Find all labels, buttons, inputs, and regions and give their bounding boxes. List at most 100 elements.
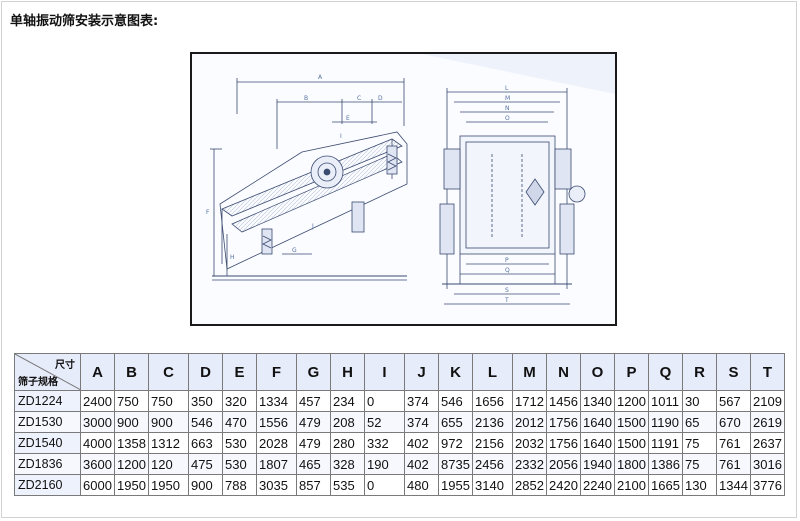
- value-cell: 546: [188, 411, 223, 433]
- page-title: 单轴振动筛安装示意图表:: [10, 14, 159, 29]
- value-cell: 1500: [614, 432, 649, 454]
- value-cell: 208: [330, 411, 365, 433]
- value-cell: 900: [114, 411, 149, 433]
- table-header-row: 尺寸 筛子规格 A B C D E F G H I J K L M N O P …: [14, 353, 785, 391]
- svg-text:H: H: [230, 254, 235, 261]
- value-cell: 3600: [80, 453, 115, 475]
- column-header: E: [222, 353, 257, 391]
- value-cell: 2032: [512, 432, 547, 454]
- corner-header-cell: 尺寸 筛子规格: [14, 353, 81, 391]
- value-cell: 374: [404, 390, 439, 412]
- value-cell: 1940: [580, 453, 615, 475]
- value-cell: 1312: [148, 432, 189, 454]
- model-cell: ZD1224: [14, 390, 81, 412]
- value-cell: 479: [296, 411, 331, 433]
- value-cell: 972: [438, 432, 473, 454]
- value-cell: 320: [222, 390, 257, 412]
- corner-label-model: 筛子规格: [18, 377, 58, 388]
- value-cell: 788: [222, 474, 257, 496]
- column-header: P: [614, 353, 649, 391]
- value-cell: 2400: [80, 390, 115, 412]
- value-cell: 3776: [750, 474, 785, 496]
- column-header: T: [750, 353, 785, 391]
- value-cell: 75: [682, 453, 717, 475]
- svg-text:T: T: [504, 297, 509, 304]
- value-cell: 1500: [614, 411, 649, 433]
- diagonal-divider: [15, 354, 80, 390]
- model-cell: ZD2160: [14, 474, 81, 496]
- column-header: B: [114, 353, 149, 391]
- value-cell: 2240: [580, 474, 615, 496]
- column-header: K: [438, 353, 473, 391]
- value-cell: 1340: [580, 390, 615, 412]
- value-cell: 1344: [716, 474, 751, 496]
- value-cell: 2637: [750, 432, 785, 454]
- value-cell: 1191: [648, 432, 683, 454]
- value-cell: 479: [296, 432, 331, 454]
- value-cell: 3140: [472, 474, 513, 496]
- value-cell: 2420: [546, 474, 581, 496]
- table-row: ZD1530 3000 900 900 546 470 1556 479 208…: [14, 411, 785, 433]
- value-cell: 2852: [512, 474, 547, 496]
- value-cell: 332: [364, 432, 405, 454]
- value-cell: 1011: [648, 390, 683, 412]
- svg-text:E: E: [346, 115, 350, 122]
- value-cell: 65: [682, 411, 717, 433]
- value-cell: 2619: [750, 411, 785, 433]
- value-cell: 2156: [472, 432, 513, 454]
- column-header: M: [512, 353, 547, 391]
- value-cell: 6000: [80, 474, 115, 496]
- value-cell: 120: [148, 453, 189, 475]
- column-header: N: [546, 353, 581, 391]
- value-cell: 475: [188, 453, 223, 475]
- value-cell: 546: [438, 390, 473, 412]
- value-cell: 1386: [648, 453, 683, 475]
- value-cell: 535: [330, 474, 365, 496]
- svg-text:F: F: [206, 209, 210, 216]
- value-cell: 750: [114, 390, 149, 412]
- column-header: D: [188, 353, 223, 391]
- value-cell: 328: [330, 453, 365, 475]
- value-cell: 234: [330, 390, 365, 412]
- diagram-svg: A B C D E F G H I J: [192, 54, 615, 324]
- value-cell: 1665: [648, 474, 683, 496]
- value-cell: 480: [404, 474, 439, 496]
- value-cell: 1640: [580, 411, 615, 433]
- value-cell: 2100: [614, 474, 649, 496]
- value-cell: 750: [148, 390, 189, 412]
- svg-text:N: N: [505, 105, 510, 112]
- value-cell: 3016: [750, 453, 785, 475]
- svg-text:D: D: [378, 95, 383, 102]
- value-cell: 457: [296, 390, 331, 412]
- model-cell: ZD1540: [14, 432, 81, 454]
- svg-text:A: A: [318, 74, 323, 81]
- svg-text:P: P: [505, 257, 509, 264]
- value-cell: 1334: [256, 390, 297, 412]
- value-cell: 1200: [614, 390, 649, 412]
- value-cell: 2028: [256, 432, 297, 454]
- value-cell: 1190: [648, 411, 683, 433]
- side-view-labels: A B C D E F G H I J: [206, 74, 383, 261]
- svg-text:S: S: [505, 287, 509, 294]
- value-cell: 402: [404, 453, 439, 475]
- table-row: ZD2160 6000 1950 1950 900 788 3035 857 5…: [14, 474, 785, 496]
- value-cell: 374: [404, 411, 439, 433]
- svg-text:Q: Q: [505, 267, 510, 274]
- value-cell: 761: [716, 432, 751, 454]
- side-view: [210, 78, 408, 281]
- value-cell: 761: [716, 453, 751, 475]
- column-header: A: [80, 353, 115, 391]
- value-cell: 2109: [750, 390, 785, 412]
- front-view: [439, 88, 586, 305]
- model-cell: ZD1836: [14, 453, 81, 475]
- column-header: H: [330, 353, 365, 391]
- column-header: S: [716, 353, 751, 391]
- value-cell: 3035: [256, 474, 297, 496]
- value-cell: 1756: [546, 432, 581, 454]
- value-cell: 1712: [512, 390, 547, 412]
- front-view-labels: L M N O P Q S T: [504, 85, 510, 304]
- value-cell: 0: [364, 474, 405, 496]
- svg-text:G: G: [292, 247, 297, 254]
- column-header: C: [148, 353, 189, 391]
